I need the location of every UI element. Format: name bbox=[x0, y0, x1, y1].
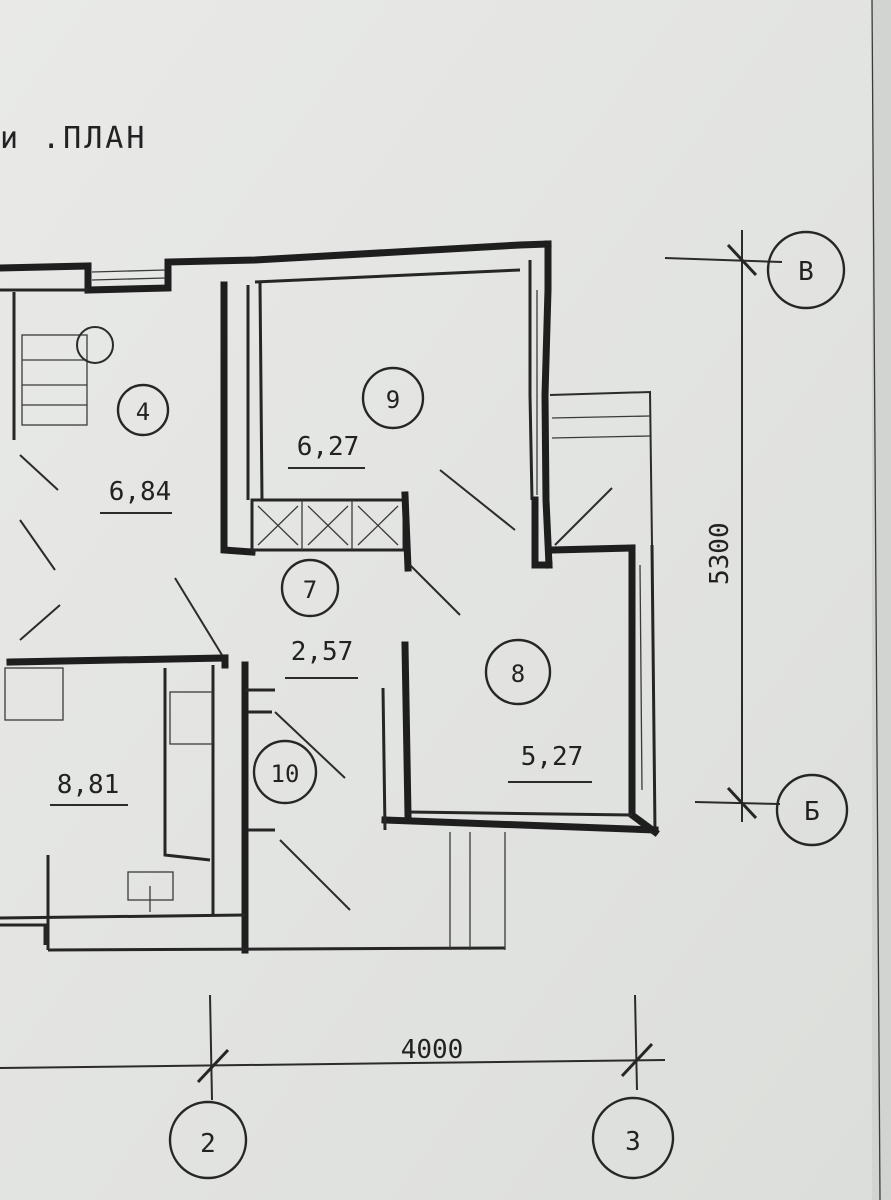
dim-vertical-tick-bottom bbox=[726, 786, 758, 820]
door-jamb-9-8 bbox=[531, 496, 553, 569]
dim-vertical-tick-top bbox=[726, 243, 758, 277]
room-8-circle bbox=[484, 638, 552, 706]
walls bbox=[0, 240, 660, 954]
kitchen-area: 8,81 bbox=[57, 770, 120, 800]
closet-x-3b bbox=[357, 505, 399, 546]
wall-bottom-outer bbox=[47, 946, 506, 952]
fixture-bath bbox=[21, 334, 88, 426]
room-7-number: 7 bbox=[303, 576, 317, 604]
balcony-line-2 bbox=[551, 435, 651, 439]
axis-V-label: В bbox=[798, 257, 814, 287]
kitchen-appliance bbox=[4, 667, 64, 721]
room-10-circle bbox=[252, 739, 318, 805]
closet-x-1b bbox=[257, 505, 299, 546]
door-swing-10 bbox=[274, 711, 346, 779]
wall-stub-7-8 bbox=[401, 491, 412, 572]
wall-right-9-inner bbox=[528, 260, 534, 501]
door-swing-7-8 bbox=[409, 564, 461, 616]
wall-bottom-8-inner bbox=[407, 810, 633, 817]
dim-horizontal-line bbox=[0, 1059, 666, 1069]
fixture-round bbox=[76, 326, 114, 364]
wall-kitchen-top bbox=[6, 654, 229, 669]
paper-edge bbox=[872, 0, 891, 1200]
dim-vertical-bottom-ext bbox=[694, 801, 781, 805]
dim-horizontal-tick-right bbox=[620, 1042, 654, 1078]
axis-B-circle bbox=[775, 773, 849, 847]
dim-horizontal-tick-left bbox=[196, 1048, 230, 1084]
dim-vertical-top-ext bbox=[664, 257, 783, 263]
stove bbox=[169, 691, 213, 745]
kitchen-window bbox=[0, 923, 47, 945]
room-7-area: 2,57 bbox=[291, 637, 354, 667]
room-7-circle bbox=[280, 558, 340, 618]
wall-top-inner-9 bbox=[254, 268, 521, 284]
axis-markers: В Б 2 3 bbox=[168, 230, 849, 1180]
dimension-lines: 5300 4000 bbox=[0, 230, 783, 1101]
door-swing-lower bbox=[279, 839, 351, 911]
plan-title: и .ПЛАН bbox=[0, 121, 147, 156]
balcony-line-1 bbox=[551, 415, 651, 419]
room-labels: 4 6,84 9 6,27 7 2,57 8 5,27 10 8,81 bbox=[50, 366, 592, 806]
door-swing-9 bbox=[439, 469, 516, 531]
wall-9-left bbox=[258, 281, 264, 501]
balcony-outline bbox=[549, 390, 653, 546]
wall-right-9 bbox=[541, 240, 553, 569]
wall-top bbox=[0, 240, 552, 294]
room-8-number: 8 bbox=[511, 660, 525, 688]
axis-2-circle bbox=[168, 1100, 248, 1180]
dim-horizontal-left-ext bbox=[209, 994, 213, 1101]
room-10-number: 10 bbox=[271, 760, 300, 788]
wall-bottom-8 bbox=[381, 816, 659, 834]
axis-B-label: Б bbox=[804, 797, 820, 827]
door-swing-left-3 bbox=[19, 454, 59, 491]
room-4-circle bbox=[116, 383, 170, 437]
axis-2-label: 2 bbox=[200, 1129, 216, 1159]
axis-V-circle bbox=[766, 230, 846, 310]
room-9-circle bbox=[361, 366, 425, 430]
door-swing-left-1 bbox=[19, 519, 56, 571]
door-swing-4 bbox=[174, 577, 223, 656]
room-4-number: 4 bbox=[136, 398, 150, 426]
wall-bottom-inner bbox=[0, 913, 246, 920]
door-swing-left-2 bbox=[19, 604, 61, 641]
door-swing-balcony bbox=[554, 487, 613, 546]
room-9-area: 6,27 bbox=[297, 432, 360, 462]
wall-left-8 bbox=[401, 641, 412, 819]
window-right-8 bbox=[639, 564, 643, 791]
wall-left-8-outer bbox=[381, 687, 387, 831]
room-9-number: 9 bbox=[386, 386, 400, 414]
wall-right-8-outer bbox=[650, 544, 657, 833]
room-4-area: 6,84 bbox=[109, 477, 172, 507]
window-top-line2 bbox=[91, 277, 166, 281]
kitchen-counter bbox=[163, 668, 211, 862]
room-8-area: 5,27 bbox=[521, 742, 584, 772]
window-top-line1 bbox=[91, 269, 166, 273]
axis-3-circle bbox=[591, 1096, 675, 1180]
dim-horizontal-value: 4000 bbox=[401, 1035, 464, 1065]
wall-4-9 bbox=[220, 281, 256, 556]
closet-x-2b bbox=[307, 505, 349, 546]
dim-vertical-value: 5300 bbox=[705, 522, 735, 585]
paper-edge-line bbox=[871, 0, 881, 1200]
wall-right-8 bbox=[548, 544, 660, 837]
axis-3-label: 3 bbox=[625, 1127, 641, 1157]
dim-horizontal-right-ext bbox=[634, 994, 638, 1091]
